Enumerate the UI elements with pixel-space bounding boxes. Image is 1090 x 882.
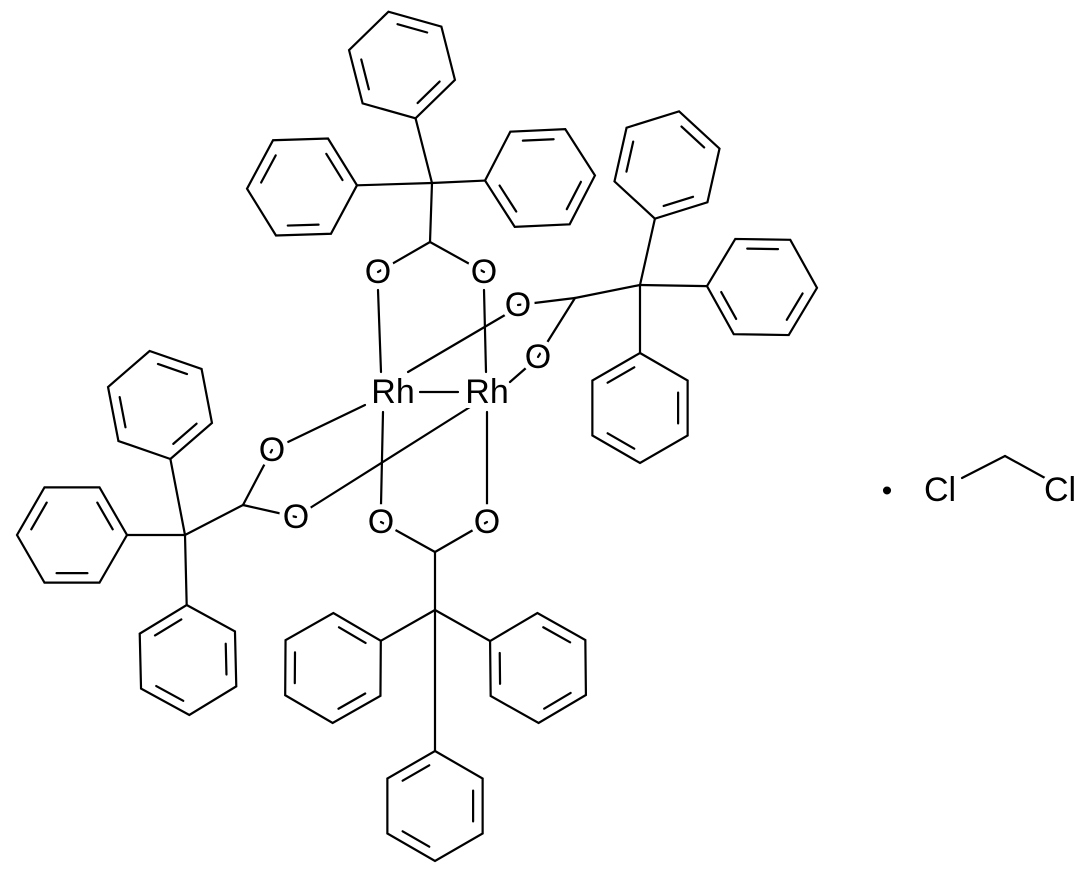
phenyl-bond [414,117,434,185]
phenyl-bond [638,217,657,287]
o-atom: O [283,498,309,536]
rh-o-bond [308,405,472,510]
phenyl-bond [638,283,709,288]
rh-o-bond [482,288,488,374]
double-bond-inner [30,501,48,531]
phenyl-ring [591,351,689,465]
o-atom: O [368,503,394,541]
double-bond-inner [325,152,344,182]
double-bond-inner [337,626,367,645]
phenyl-ring [488,611,588,725]
double-bond-inner [172,422,198,445]
phenyl-bond [430,179,487,185]
carboxylate-bond [379,520,437,554]
double-bond-inner [260,154,277,184]
phenyl-bond [183,533,188,607]
o-atom: O [474,503,500,541]
phenyl-ring [347,10,457,120]
carboxylate-bond [376,240,432,274]
rh-o-bond [508,366,528,384]
carboxylate-bond [183,503,245,537]
double-bond-inner [785,292,804,321]
carboxylate-bond [241,448,274,507]
double-bond-inner [153,618,183,637]
carboxylate-bond [573,283,642,300]
double-bond-inner [720,290,738,321]
double-bond-inner [156,362,189,376]
rh-o-bond [376,288,383,374]
double-bond-inner [662,195,695,208]
o-atom: O [259,431,285,469]
double-bond-inner [416,80,441,105]
carboxylate-bond [516,296,577,307]
o-atom: O [525,338,551,376]
phenyl-bond [433,608,492,643]
double-bond-inner [543,691,572,710]
double-bond-inner [360,58,370,91]
rh-atom: Rh [465,373,508,411]
phenyl-ring [15,486,129,584]
double-bond-inner [625,140,635,173]
phenyl-ring [705,237,819,337]
rh-atom: Rh [371,373,414,411]
phenyl-bond [379,608,437,642]
double-bond-inner [606,432,636,450]
c-cl-bond [1003,454,1047,480]
carboxylate-bond [433,520,489,554]
phenyl-bond [169,457,187,537]
bonds [15,10,1047,863]
double-bond-inner [521,138,555,142]
carboxylate-bond [536,296,577,359]
rh-o-bond [286,403,367,444]
phenyl-bond [355,181,434,187]
c-cl-bond [960,454,1007,480]
phenyl-ring [386,749,484,863]
double-bond-inner [401,764,431,782]
phenyl-ring [613,110,721,220]
double-bond-inner [680,125,706,149]
double-bond-inner [396,23,429,34]
double-bond-inner [155,684,185,702]
carboxylate-bond [428,240,486,274]
o-atom: O [471,253,497,291]
double-bond-inner [746,247,780,251]
double-bond-inner [542,626,572,644]
cl-atom: Cl [1044,471,1076,509]
double-bond-inner [286,223,320,227]
rh-o-bond [406,313,507,374]
phenyl-ring [483,128,597,228]
rh-o-bond [379,410,385,507]
phenyl-ring [284,611,382,725]
double-bond-inner [224,642,228,676]
double-bond-inner [565,180,583,211]
o-atom: O [365,253,391,291]
double-bond-inner [118,395,127,429]
phenyl-ring [106,349,214,461]
double-bond-inner [498,184,518,213]
double-bond-inner [337,692,367,710]
solvate-dot: • [882,475,893,508]
double-bond-inner [96,501,114,531]
double-bond-inner [401,830,431,848]
phenyl-ring [245,137,359,237]
carboxylate-bond [428,181,434,244]
carboxylate-bond [241,503,298,519]
double-bond-inner [606,366,636,384]
o-atom: O [505,286,531,324]
cl-atom: Cl [924,471,956,509]
phenyl-ring [138,603,238,717]
